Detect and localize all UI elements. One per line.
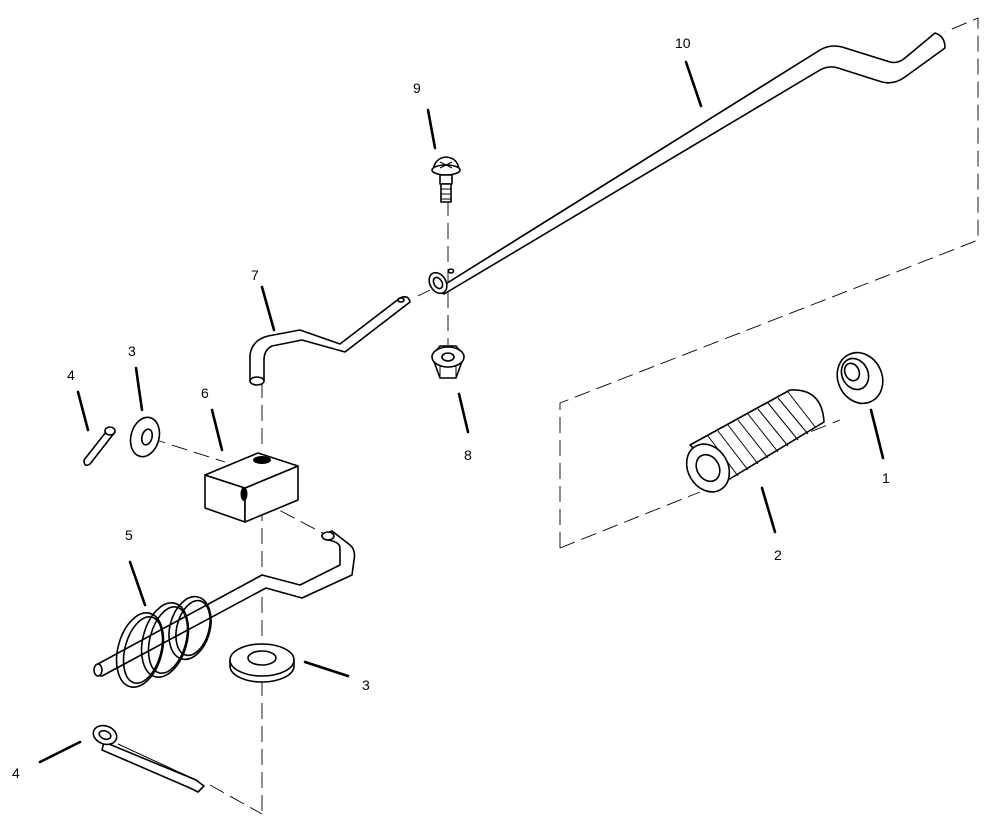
label-part-1: 1 bbox=[882, 470, 890, 486]
label-part-8: 8 bbox=[464, 447, 472, 463]
label-part-2: 2 bbox=[774, 547, 782, 563]
label-part-6: 6 bbox=[201, 385, 209, 401]
part-4-pin-lower bbox=[92, 724, 205, 793]
part-6-block bbox=[204, 452, 299, 523]
leader-lines bbox=[38, 60, 885, 764]
part-4-pin-upper bbox=[83, 426, 116, 467]
label-part-9: 9 bbox=[413, 80, 421, 96]
part-3-washer-upper bbox=[129, 416, 161, 458]
label-part-4-lower: 4 bbox=[12, 765, 20, 781]
callout-labels: 1 2 3 3 4 4 5 6 7 8 9 10 bbox=[12, 35, 890, 781]
label-part-5: 5 bbox=[125, 527, 133, 543]
part-10-rod bbox=[428, 32, 946, 295]
label-part-3-lower: 3 bbox=[362, 677, 370, 693]
part-1-bushing bbox=[836, 351, 884, 405]
label-part-7: 7 bbox=[251, 267, 259, 283]
label-part-4-upper: 4 bbox=[67, 367, 75, 383]
part-7-link bbox=[249, 295, 411, 386]
part-3-washer-lower bbox=[229, 643, 295, 683]
label-part-10: 10 bbox=[675, 35, 691, 51]
part-8-nut bbox=[431, 345, 465, 379]
assembly-lines bbox=[149, 17, 979, 815]
label-part-3-upper: 3 bbox=[128, 343, 136, 359]
part-9-bolt bbox=[431, 156, 461, 203]
part-5-spring-rod bbox=[93, 530, 356, 688]
part-2-grip bbox=[685, 389, 825, 493]
